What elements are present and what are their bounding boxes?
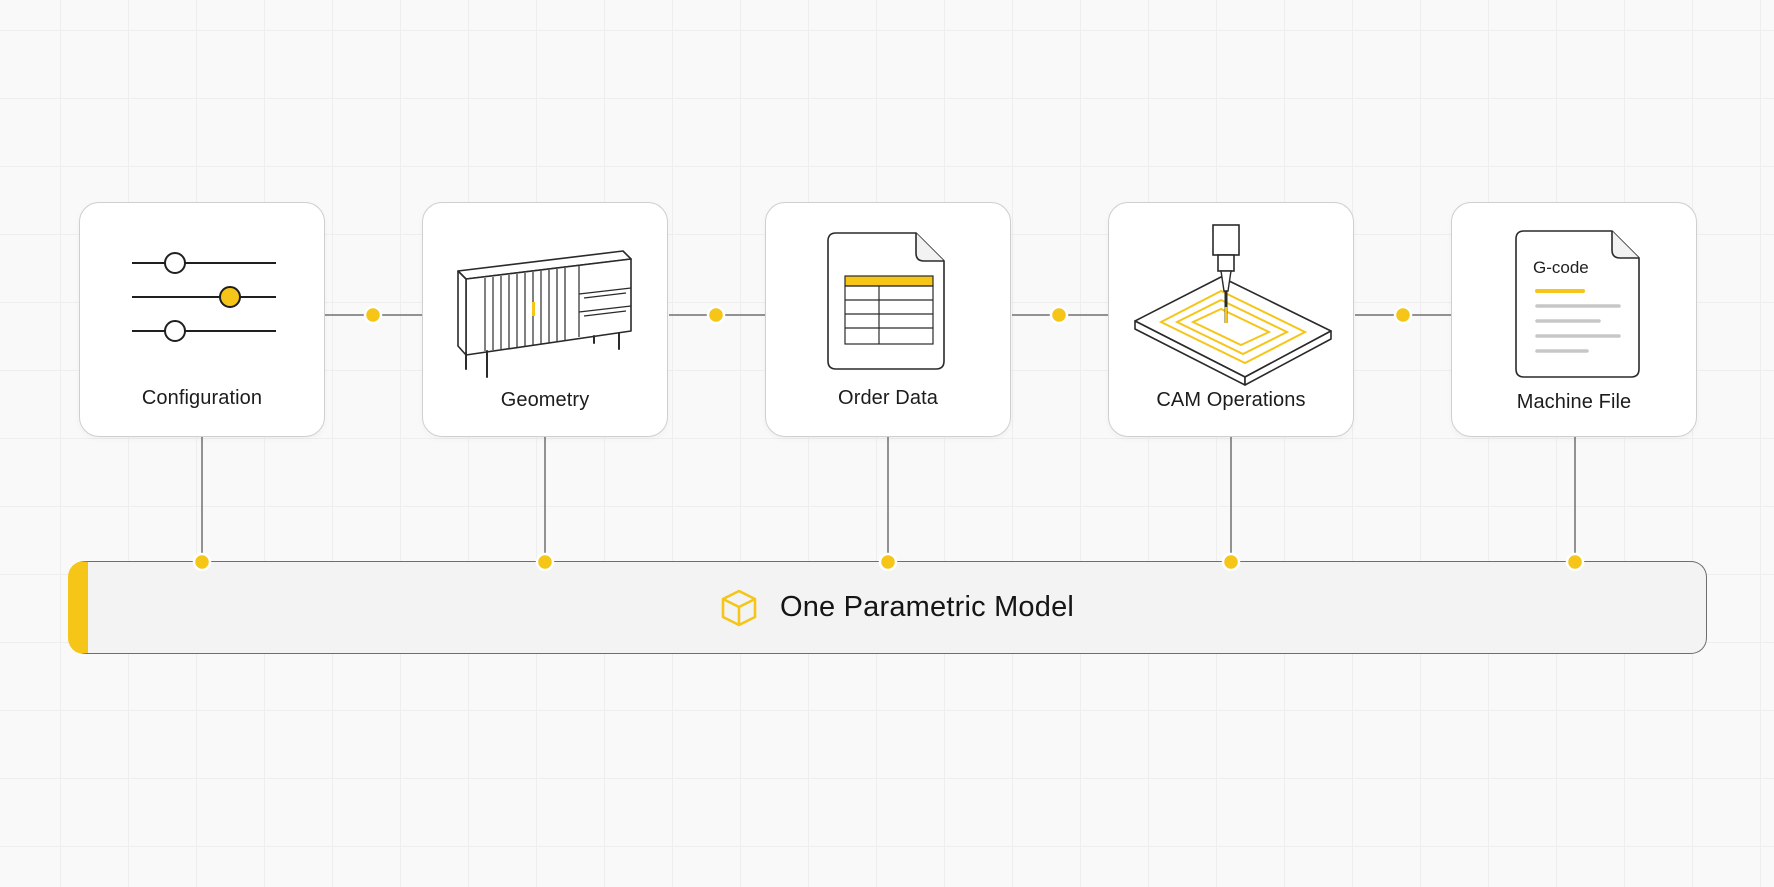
step-label: Configuration (141, 387, 263, 409)
cnc-spindle-icon (1134, 224, 1332, 386)
step-label: Order Data (838, 387, 938, 409)
parametric-model-bar: One Parametric Model (68, 561, 1707, 654)
step-card-configuration: Configuration (79, 202, 325, 437)
spreadsheet-document-icon (827, 232, 945, 370)
gcode-text: G-code (1533, 258, 1589, 277)
step-label: CAM Operations (1156, 389, 1306, 411)
step-card-cam-operations: CAM Operations (1108, 202, 1354, 437)
cabinet-icon (457, 250, 632, 378)
model-title: One Parametric Model (779, 591, 1075, 623)
step-label: Geometry (500, 389, 590, 411)
step-card-machine-file: G-code Machine File (1451, 202, 1697, 437)
step-label: Machine File (1516, 391, 1632, 413)
sliders-icon (132, 252, 276, 342)
connector-dot (1393, 305, 1413, 325)
step-card-order-data: Order Data (765, 202, 1011, 437)
gcode-file-icon: G-code (1515, 230, 1640, 378)
connector-dot (1049, 305, 1069, 325)
connector-dot (363, 305, 383, 325)
cube-icon (721, 589, 757, 626)
step-card-geometry: Geometry (422, 202, 668, 437)
connector-dot (706, 305, 726, 325)
